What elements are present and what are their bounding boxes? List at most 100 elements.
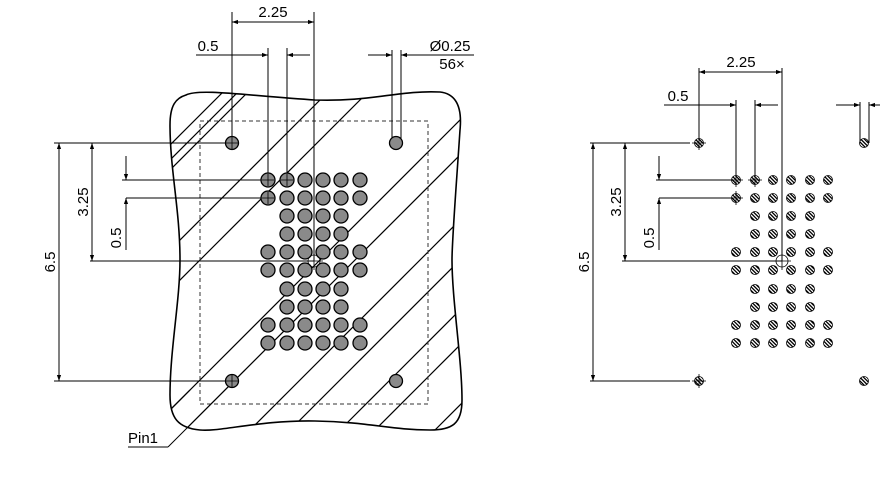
pin xyxy=(279,208,295,224)
pin xyxy=(297,299,313,315)
pad xyxy=(731,338,741,348)
pad xyxy=(750,284,760,294)
dim-pin-diameter: Ø0.25 xyxy=(430,38,471,55)
pad xyxy=(823,320,833,330)
left-pin-array xyxy=(260,172,368,351)
pad xyxy=(786,175,796,185)
pad xyxy=(768,211,778,221)
dim-0-5-right-v: 0.5 xyxy=(641,228,658,249)
pin xyxy=(333,299,349,315)
pad xyxy=(786,265,796,275)
pin xyxy=(352,244,368,260)
pin xyxy=(333,172,349,188)
pin xyxy=(260,262,276,278)
pad xyxy=(750,265,760,275)
pad xyxy=(750,193,760,203)
pad xyxy=(786,193,796,203)
pin xyxy=(297,244,313,260)
pad xyxy=(768,320,778,330)
pad xyxy=(823,193,833,203)
right-mounting-pads xyxy=(692,136,869,388)
pin xyxy=(297,317,313,333)
pad xyxy=(805,193,815,203)
pin xyxy=(315,190,331,206)
pin xyxy=(315,262,331,278)
pin xyxy=(333,335,349,351)
pad xyxy=(823,338,833,348)
pad xyxy=(805,211,815,221)
pin xyxy=(333,317,349,333)
pad xyxy=(768,175,778,185)
pad xyxy=(823,247,833,257)
pin xyxy=(297,190,313,206)
right-center-crosshair xyxy=(773,252,791,270)
pad xyxy=(768,284,778,294)
reference-crosshair xyxy=(748,173,762,187)
pin xyxy=(352,335,368,351)
pin xyxy=(279,335,295,351)
pad xyxy=(786,229,796,239)
pad xyxy=(768,265,778,275)
pin xyxy=(315,281,331,297)
pin xyxy=(333,226,349,242)
pin xyxy=(279,262,295,278)
pad xyxy=(750,247,760,257)
pad xyxy=(786,284,796,294)
pad xyxy=(805,265,815,275)
left-mounting-holes xyxy=(224,135,404,389)
pad xyxy=(731,320,741,330)
reference-crosshair xyxy=(262,192,274,204)
pin xyxy=(352,172,368,188)
pad xyxy=(786,320,796,330)
pin xyxy=(279,226,295,242)
reference-crosshair xyxy=(262,174,274,186)
pad xyxy=(750,229,760,239)
dim-3-25-left: 3.25 xyxy=(75,187,92,216)
pin xyxy=(297,281,313,297)
pin xyxy=(297,208,313,224)
pin1-label: Pin1 xyxy=(128,430,158,447)
pad xyxy=(750,211,760,221)
left-center-crosshair xyxy=(305,252,323,270)
left-view: 2.25 0.5 Ø0.25 56× 6.5 3.25 0.5 Pin1 xyxy=(42,4,474,448)
pin xyxy=(333,262,349,278)
pin xyxy=(315,317,331,333)
pin xyxy=(297,172,313,188)
pin xyxy=(279,281,295,297)
pad xyxy=(823,175,833,185)
package-outline xyxy=(169,90,463,432)
pad xyxy=(768,193,778,203)
reference-crosshair xyxy=(729,173,743,187)
dim-6-5-left: 6.5 xyxy=(42,252,59,273)
reference-crosshair xyxy=(281,174,293,186)
reference-crosshair xyxy=(729,191,743,205)
pin xyxy=(279,317,295,333)
pad xyxy=(805,284,815,294)
pad xyxy=(731,265,741,275)
pin xyxy=(297,262,313,278)
pad xyxy=(750,320,760,330)
dim-pin-count: 56× xyxy=(439,56,464,73)
pin xyxy=(297,226,313,242)
dim-6-5-right: 6.5 xyxy=(576,252,593,273)
pad xyxy=(768,338,778,348)
pin xyxy=(315,172,331,188)
pin xyxy=(315,299,331,315)
pad xyxy=(768,302,778,312)
pad xyxy=(768,247,778,257)
pad xyxy=(805,247,815,257)
pin xyxy=(297,335,313,351)
pad xyxy=(786,211,796,221)
pad xyxy=(786,302,796,312)
pad xyxy=(805,320,815,330)
dim-0-5-left-h: 0.5 xyxy=(198,38,219,55)
pin xyxy=(352,317,368,333)
body-hatch xyxy=(170,91,462,431)
pin xyxy=(352,190,368,206)
pin xyxy=(260,317,276,333)
pin xyxy=(260,335,276,351)
dim-0-5-left-v: 0.5 xyxy=(108,228,125,249)
pad xyxy=(786,338,796,348)
pin xyxy=(333,208,349,224)
